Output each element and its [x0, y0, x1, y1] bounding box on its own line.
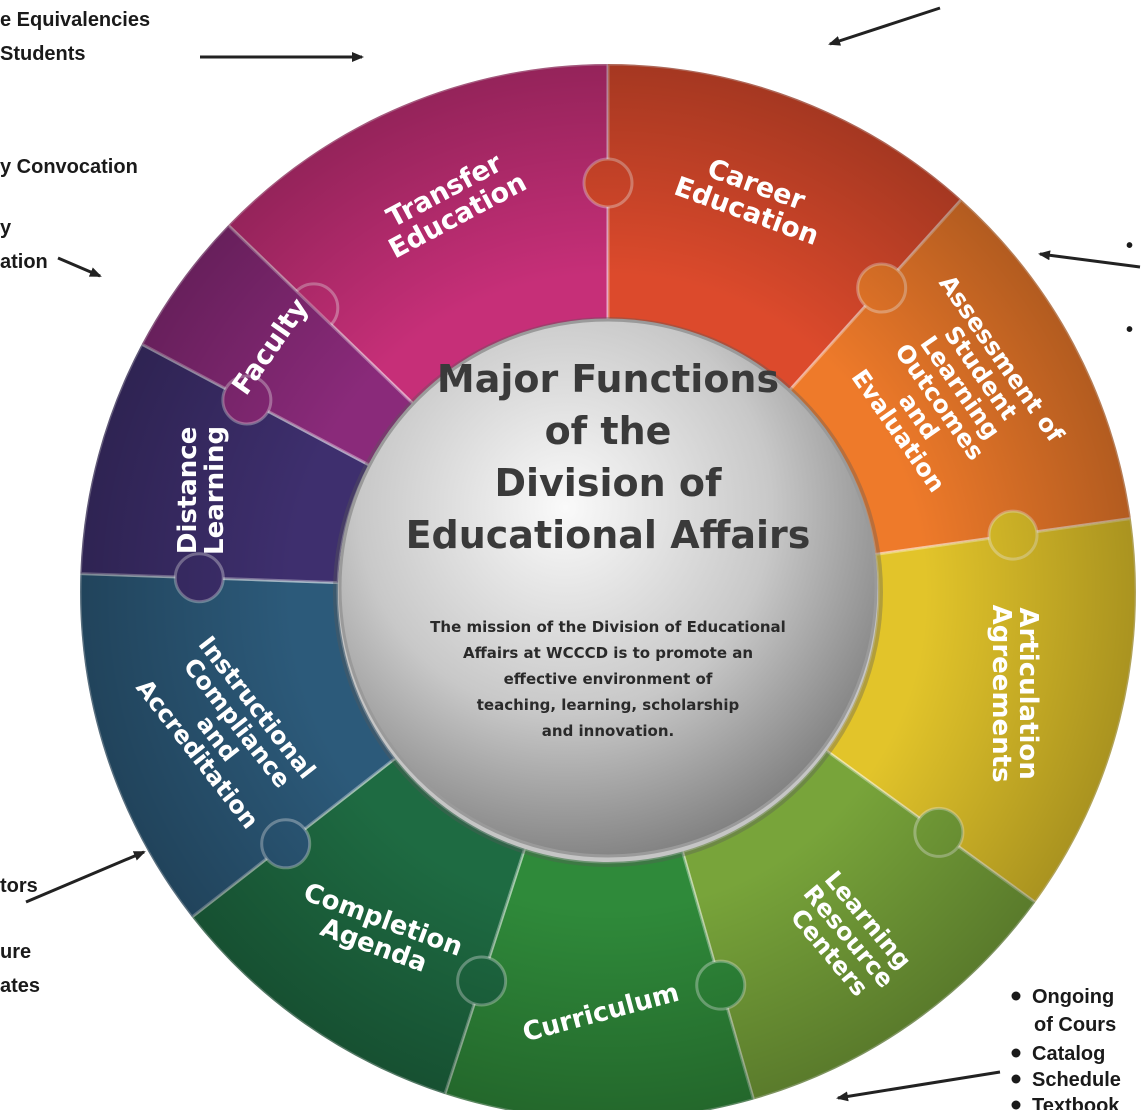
bullet-catalog: Catalog: [1032, 1043, 1105, 1065]
callout-certificates-2: ates: [0, 975, 40, 997]
hub-mission-line-3: effective environment of: [504, 670, 713, 688]
hub-title-line-2: of the: [545, 409, 672, 453]
hub-mission-line-1: The mission of the Division of Education…: [430, 618, 786, 636]
puzzle-knob-instructional-compliance: [260, 818, 312, 870]
arrow-career: [828, 6, 941, 46]
puzzle-knob-curriculum: [695, 959, 747, 1011]
side-callouts: e Equivalencies Students y Convocation y…: [0, 6, 1141, 1110]
label-articulation-agreements-line-2: Agreements: [986, 605, 1016, 783]
callout-convocation: y Convocation: [0, 156, 138, 178]
callout-regulators: tors: [0, 875, 38, 897]
callout-orientation-2: ation: [0, 251, 48, 273]
puzzle-knob-distance-learning: [173, 552, 225, 604]
arrow-orientation: [57, 256, 102, 278]
hub-title-line-3: Division of: [494, 461, 722, 505]
puzzle-knob-assessment: [856, 262, 908, 314]
arrow-regulators: [25, 850, 146, 904]
hub: Major Functions of the Division of Educa…: [333, 317, 883, 867]
hub-title-line-1: Major Functions: [437, 357, 779, 401]
callout-equivalencies-1: e Equivalencies: [0, 9, 150, 31]
curriculum-bullet-list: Ongoing of Cours Catalog Schedule Textbo…: [1011, 986, 1121, 1110]
hub-mission-line-2: Affairs at WCCCD is to promote an: [463, 644, 753, 662]
bullet-dot-2: •: [1126, 319, 1133, 341]
puzzle-knob-learning-resource-centers: [913, 806, 965, 858]
bullet-dot-1: •: [1126, 235, 1133, 257]
hub-mission-line-5: and innovation.: [542, 722, 674, 740]
label-distance-learning-line-1: Distance: [173, 427, 203, 555]
bullet-schedule: Schedule: [1032, 1069, 1121, 1091]
callout-certificates-1: ure: [0, 941, 31, 963]
hub-mission-line-4: teaching, learning, scholarship: [477, 696, 740, 714]
arrow-curriculum: [836, 1070, 1001, 1102]
arrow-assessment: [1038, 250, 1141, 269]
bullet-of-courses: of Cours: [1034, 1014, 1116, 1036]
label-distance-learning-line-2: Learning: [200, 426, 230, 555]
puzzle-knob-completion-agenda: [456, 955, 508, 1007]
bullet-ongoing: Ongoing: [1032, 986, 1114, 1008]
label-articulation-agreements-line-1: Articulation: [1013, 607, 1043, 779]
callout-equivalencies-2: Students: [0, 43, 86, 65]
callout-orientation-1: y: [0, 217, 12, 239]
puzzle-knob-career-education: [582, 157, 634, 209]
puzzle-knob-articulation-agreements: [987, 509, 1039, 561]
hub-title-line-4: Educational Affairs: [406, 513, 811, 557]
bullet-textbook: Textbook: [1032, 1095, 1120, 1110]
